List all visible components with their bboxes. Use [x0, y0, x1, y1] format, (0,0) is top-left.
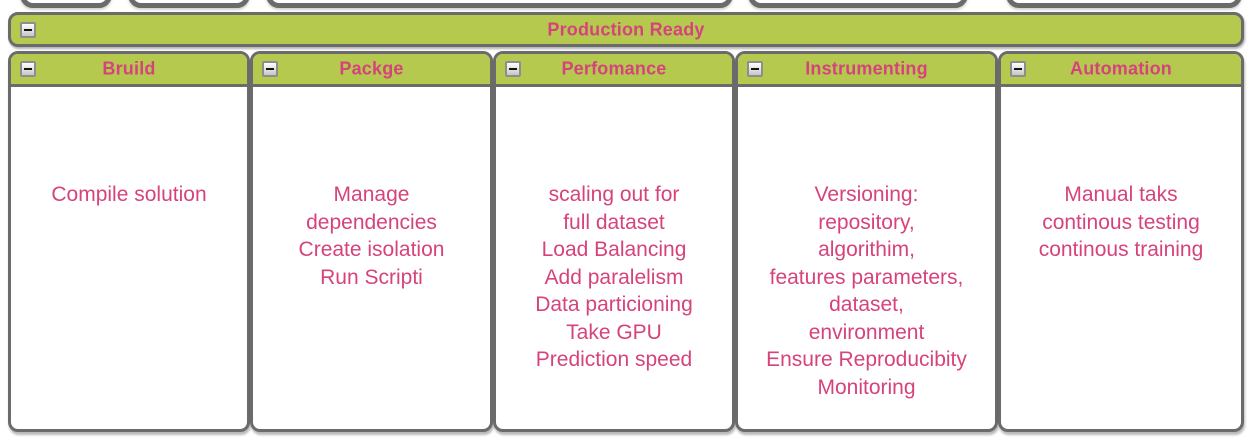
root-node-title: Production Ready: [547, 19, 705, 39]
node-text-line: Run Scripti: [320, 265, 423, 289]
collapsed-offscreen-node-edge[interactable]: [266, 0, 733, 8]
node-text-line: Monitoring: [817, 375, 916, 399]
node-title-instrumenting: Instrumenting: [805, 58, 928, 79]
collapsed-offscreen-node-edge[interactable]: [20, 0, 112, 8]
node-text-line: full dataset: [563, 210, 665, 234]
node-text-line: Compile solution: [51, 183, 207, 206]
node-text-line: environment: [808, 320, 925, 344]
node-text-line: algorithim,: [818, 238, 915, 261]
node-text-line: Prediction speed: [535, 348, 693, 371]
node-title-bruild: Bruild: [102, 58, 156, 79]
node-text-line: Add paralelism: [544, 265, 684, 289]
node-text-line: dataset,: [829, 293, 904, 316]
node-header-automation: Automation: [1001, 54, 1241, 87]
node-header-perfomance: Perfomance: [496, 54, 732, 87]
node-production-ready[interactable]: Production Ready: [8, 12, 1244, 47]
node-body-instrumenting: Versioning: repository, algorithim, feature…: [738, 87, 995, 401]
node-header-packge: Packge: [253, 54, 490, 87]
minus-icon: [751, 68, 759, 70]
node-title-packge: Packge: [339, 58, 404, 79]
collapsed-offscreen-node-edge[interactable]: [748, 0, 968, 8]
collapse-button-packge[interactable]: [262, 61, 278, 77]
node-title-automation: Automation: [1070, 58, 1172, 79]
collapse-button-automation[interactable]: [1010, 61, 1026, 77]
minus-icon: [509, 68, 517, 70]
collapse-button-bruild[interactable]: [20, 61, 36, 77]
node-text-line: Versioning:: [814, 183, 919, 206]
node-text-line: repository,: [818, 210, 915, 234]
node-text-line: continous training: [1038, 238, 1204, 261]
node-text-line: features parameters,: [769, 265, 964, 289]
node-text-line: Ensure Reproducibity: [766, 348, 967, 371]
node-title-perfomance: Perfomance: [561, 58, 667, 79]
node-text-line: scaling out for: [548, 183, 680, 206]
node-text-line: Create isolation: [298, 238, 445, 261]
node-text-line: Manage: [333, 183, 410, 206]
minus-icon: [24, 68, 32, 70]
collapse-button-instrumenting[interactable]: [747, 61, 763, 77]
collapse-button-perfomance[interactable]: [505, 61, 521, 77]
node-text-line: dependencies: [306, 210, 437, 234]
collapse-button-production-ready[interactable]: [20, 21, 36, 38]
collapsed-offscreen-node-edge[interactable]: [1006, 0, 1242, 8]
minus-icon: [1014, 68, 1022, 70]
node-header-bruild: Bruild: [11, 54, 247, 87]
node-text-line: Take GPU: [566, 320, 662, 344]
node-text-line: Data particioning: [535, 293, 693, 316]
node-body-bruild: Compile solution: [11, 87, 247, 209]
node-text-line: continous testing: [1042, 210, 1200, 234]
minus-icon: [266, 68, 274, 70]
node-body-automation: Manual taks continous testing continous tr…: [1001, 87, 1241, 264]
minus-icon: [24, 28, 32, 31]
node-header-instrumenting: Instrumenting: [738, 54, 995, 87]
node-text-line: Manual taks: [1064, 183, 1178, 206]
node-text-line: Load Balancing: [541, 238, 687, 261]
collapsed-offscreen-node-edge[interactable]: [128, 0, 250, 8]
